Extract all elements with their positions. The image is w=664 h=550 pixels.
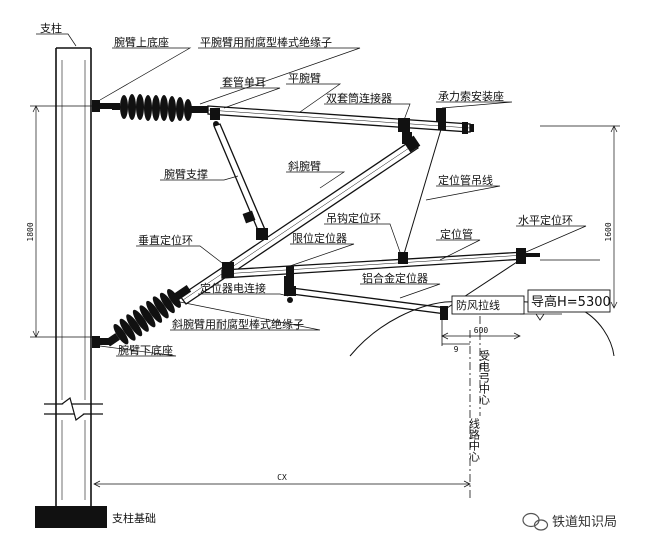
arm-brace-clamp xyxy=(242,210,256,224)
label-contact-height: 导高H=5300 xyxy=(531,294,611,310)
dim-600-lines xyxy=(441,332,521,340)
dim-1600-lines xyxy=(540,125,620,309)
windproof-wire-box xyxy=(451,295,525,315)
label-positioning-tube-hanger: 定位管吊线 xyxy=(438,173,493,187)
messenger-wire-seat xyxy=(436,108,446,130)
double-sleeve-connector xyxy=(398,118,412,144)
vertical-positioning-ring xyxy=(222,262,234,278)
label-messenger-seat: 承力索安装座 xyxy=(438,89,504,103)
dim-1800-lines xyxy=(30,105,96,338)
upper-base xyxy=(92,100,114,112)
hook-positioning-ring xyxy=(398,252,408,264)
label-vertical-positioning-ring: 垂直定位环 xyxy=(138,233,193,247)
pole-break-mark xyxy=(44,396,103,422)
label-pole: 支柱 xyxy=(40,21,62,35)
label-lower-base: 腕臂下底座 xyxy=(118,343,173,357)
wechat-icon xyxy=(522,512,549,531)
limit-locator xyxy=(284,266,294,286)
dim-cx-label: CX xyxy=(277,473,287,482)
dim-9-label: 9 xyxy=(454,345,459,354)
label-lower-insulator: 斜腕臂用耐腐型棒式绝缘子 xyxy=(172,317,304,331)
label-upper-insulator: 平腕臂用耐腐型棒式绝缘子 xyxy=(200,35,332,49)
dim-cx-lines xyxy=(93,480,471,488)
lower-base xyxy=(92,336,110,348)
upper-insulator xyxy=(112,94,210,122)
pole-foundation-block xyxy=(35,506,107,528)
label-hook-positioning-ring: 吊钩定位环 xyxy=(326,211,381,225)
lower-insulator xyxy=(105,285,192,347)
horizontal-positioning-ring xyxy=(516,248,540,264)
dim-600-label: 600 xyxy=(474,326,489,335)
dim-1600-label: 1600 xyxy=(604,222,613,241)
label-positioning-tube: 定位管 xyxy=(440,227,473,241)
arm-brace xyxy=(213,123,267,236)
locator-electric-connection xyxy=(284,286,296,303)
label-pole-foundation: 支柱基础 xyxy=(112,511,156,525)
flat-arm-end-cap xyxy=(462,122,474,134)
label-arm-brace: 腕臂支撑 xyxy=(164,167,208,181)
slant-arm-top-cap xyxy=(403,135,421,153)
label-flat-arm: 平腕臂 xyxy=(288,71,321,85)
label-limit-locator: 限位定位器 xyxy=(292,231,347,245)
dim-1800-label: 1800 xyxy=(26,222,35,241)
aluminum-locator xyxy=(291,287,447,315)
locator-end-clamp xyxy=(440,306,448,320)
positioning-tube-hanger xyxy=(403,125,443,255)
pole xyxy=(55,47,92,506)
label-pantograph-center: 受电弓中心 xyxy=(478,350,491,405)
label-aluminum-locator: 铝合金定位器 xyxy=(362,271,428,285)
label-upper-base: 腕臂上底座 xyxy=(114,35,169,49)
contact-height-box xyxy=(527,289,611,313)
label-track-center: 线路中心 xyxy=(468,417,481,462)
label-double-sleeve-connector: 双套筒连接器 xyxy=(326,91,392,105)
label-sleeve-single-lug: 套管单耳 xyxy=(222,75,266,89)
label-slant-arm: 斜腕臂 xyxy=(288,159,321,173)
brace-slant-joint xyxy=(256,228,268,240)
leader-lines xyxy=(36,33,587,357)
watermark-text: 铁道知识局 xyxy=(552,514,617,530)
contact-height-marker xyxy=(520,313,562,321)
flat-arm xyxy=(207,105,471,133)
label-horizontal-positioning-ring: 水平定位环 xyxy=(518,213,573,227)
label-locator-electric-connection: 定位器电连接 xyxy=(200,281,266,295)
label-windproof-wire: 防风拉线 xyxy=(456,298,500,312)
